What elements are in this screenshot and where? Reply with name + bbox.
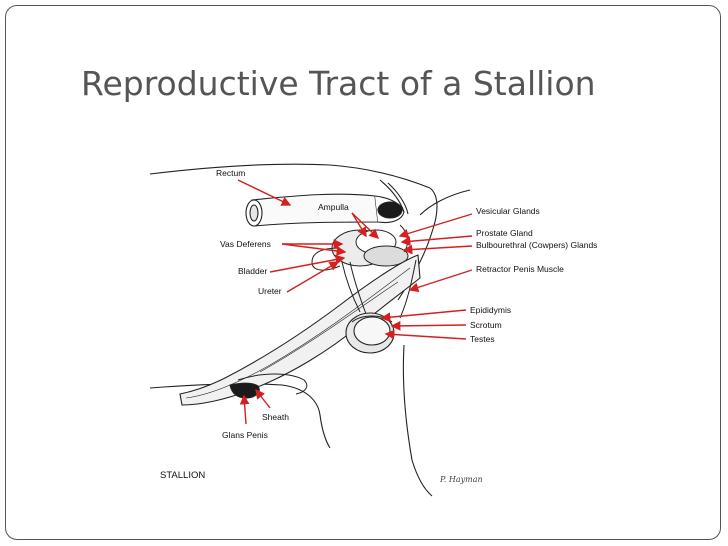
arrow-vas-deferens-2 (281, 243, 347, 256)
arrow-scrotum (390, 320, 467, 331)
arrow-testes (384, 329, 467, 340)
arrow-rectum (237, 179, 292, 206)
label-sheath: Sheath (262, 412, 289, 422)
arrow-bulbourethral (402, 244, 473, 255)
label-retractor-penis-muscle: Retractor Penis Muscle (476, 264, 564, 274)
arrow-retractor (408, 269, 473, 293)
label-scrotum: Scrotum (470, 320, 502, 330)
gland-cluster (311, 224, 409, 271)
label-rectum: Rectum (216, 168, 245, 178)
label-vesicular-glands: Vesicular Glands (476, 206, 540, 216)
testes-shape (345, 312, 395, 354)
diagram-caption: STALLION (160, 470, 205, 481)
arrow-ampulla-2 (351, 212, 380, 239)
artist-signature: P. Hayman (439, 475, 483, 484)
arrow-ampulla-1 (351, 212, 367, 238)
label-prostate-gland: Prostate Gland (476, 228, 533, 238)
arrow-ureter (286, 261, 340, 293)
label-epididymis: Epididymis (470, 305, 511, 315)
arrow-glans-penis (239, 394, 250, 425)
diagram-labels: Rectum Ampulla Vesicular Glands Prostate… (160, 168, 597, 484)
label-glans-penis: Glans Penis (222, 430, 268, 440)
label-ampulla: Ampulla (318, 202, 349, 212)
arrow-vesicular (398, 213, 473, 239)
sheath-shape (237, 373, 308, 395)
label-bulbourethral-glands: Bulbourethral (Cowpers) Glands (476, 240, 597, 250)
arrow-prostate (400, 235, 473, 247)
label-ureter: Ureter (258, 286, 282, 296)
slide-frame (5, 5, 721, 540)
arrow-bladder (269, 254, 346, 273)
arrow-sheath (255, 388, 271, 409)
arrow-epididymis (380, 309, 467, 323)
label-testes: Testes (470, 334, 495, 344)
label-arrows (237, 179, 473, 425)
label-vas-deferens: Vas Deferens (220, 239, 271, 249)
label-bladder: Bladder (238, 266, 267, 276)
slide-title: Reproductive Tract of a Stallion (81, 64, 596, 103)
